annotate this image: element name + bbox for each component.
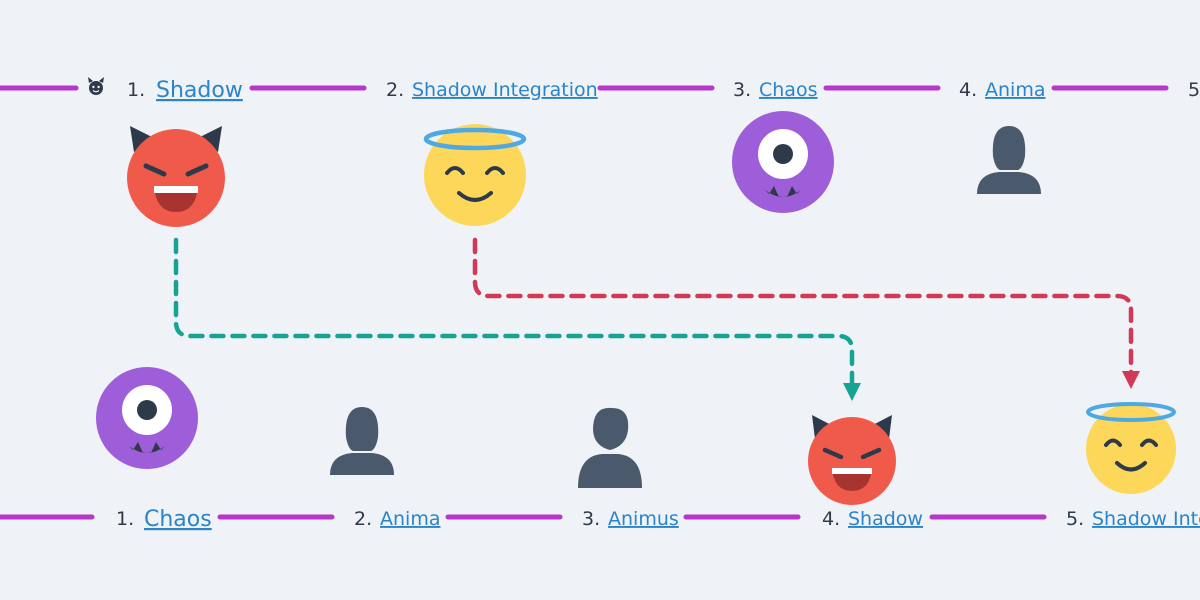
top-stage-1-number: 1. [127,79,145,101]
top-stage-2-number: 2. [386,79,404,101]
cyclops-monster-icon [732,111,834,213]
top-stage-3-number: 3. [733,79,751,101]
top-stage-2-link[interactable]: Shadow Integration [412,79,598,101]
bottom-stage-4-number: 4. [822,508,840,530]
devil-face-icon [127,126,225,227]
top-stage-4-link[interactable]: Anima [985,79,1045,101]
woman-silhouette-icon [330,407,394,475]
angel-face-icon [423,124,527,226]
shadow-integration-move-arrow [472,237,1140,389]
bottom-stage-3-number: 3. [582,508,600,530]
shadow-move-arrow [173,237,861,401]
bottom-stage-5-number: 5. [1066,508,1084,530]
top-stage-1-link[interactable]: Shadow [156,78,243,103]
bottom-stage-2-link[interactable]: Anima [380,508,440,530]
devil-face-icon [808,415,896,505]
bottom-stage-1-link[interactable]: Chaos [144,507,212,532]
angel-face-icon [1086,402,1176,494]
top-stage-5-number: 5 [1188,79,1200,101]
bottom-stage-2-number: 2. [354,508,372,530]
bottom-stage-3-link[interactable]: Animus [608,508,679,530]
small-devil-icon [88,77,104,95]
top-stage-3-link[interactable]: Chaos [759,79,817,101]
cyclops-monster-icon [96,367,198,469]
bottom-stage-1-number: 1. [116,508,134,530]
bottom-stage-4-link[interactable]: Shadow [848,508,923,530]
woman-silhouette-icon [977,126,1041,194]
top-stage-4-number: 4. [959,79,977,101]
man-silhouette-icon [578,407,642,488]
bottom-stage-5-link[interactable]: Shadow Inte [1092,508,1200,530]
